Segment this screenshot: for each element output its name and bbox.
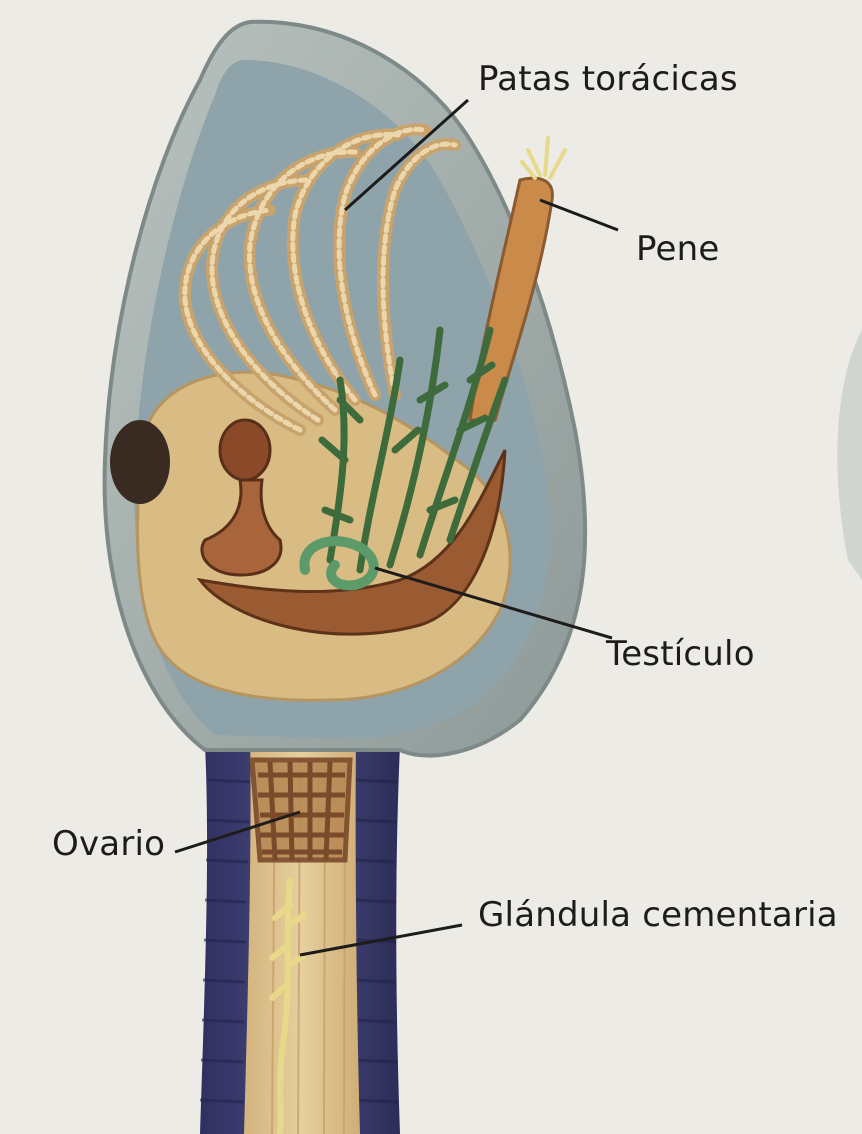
label-cement-gland: Glándula cementaria <box>478 898 838 932</box>
label-thoracic-legs: Patas torácicas <box>478 62 738 96</box>
label-testicle: Testículo <box>606 637 755 671</box>
label-ovary: Ovario <box>52 827 165 861</box>
label-penis: Pene <box>636 232 719 266</box>
